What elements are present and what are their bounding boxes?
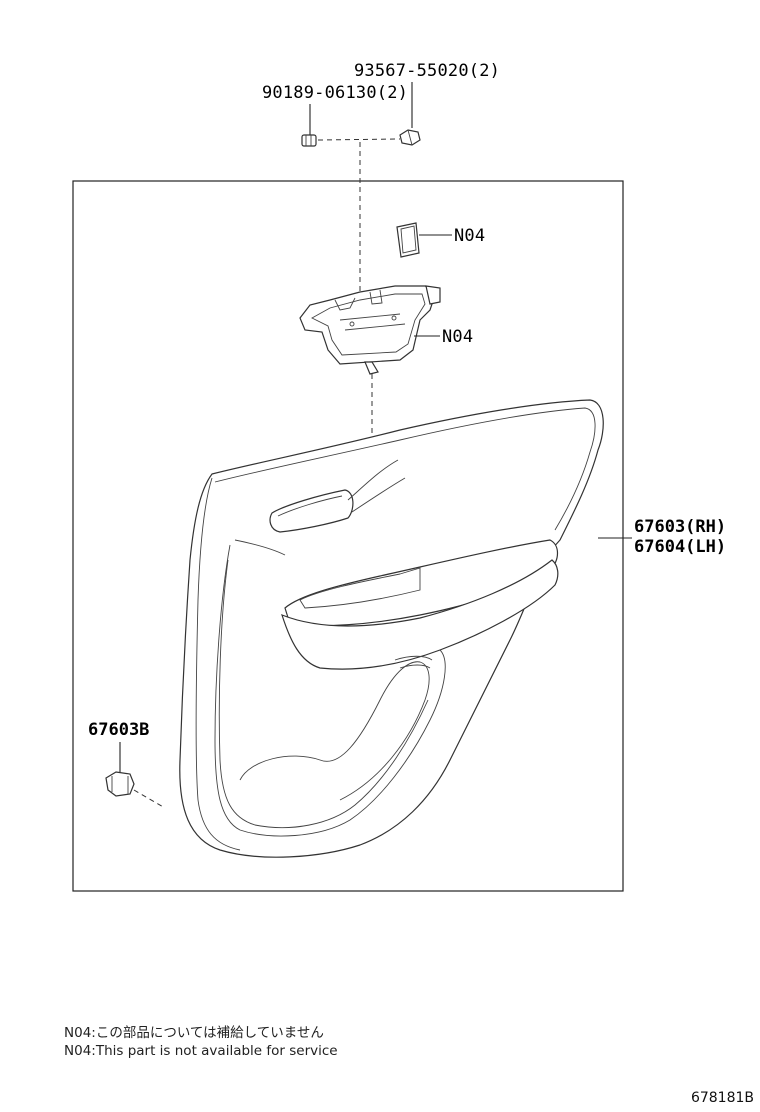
- assembly-frame: [72, 180, 624, 892]
- switch-base-part[interactable]: [299, 285, 441, 375]
- screw-part-icon[interactable]: [301, 134, 317, 147]
- callout-board-lh[interactable]: 67604(LH): [634, 537, 726, 557]
- drawing-number: 678181B: [690, 1090, 754, 1106]
- footnote-english: N04:This part is not available for servi…: [64, 1043, 338, 1059]
- connector-dash-clip-b: [133, 789, 166, 809]
- callout-clip-part[interactable]: 93567-55020(2): [354, 61, 500, 81]
- callout-clip-b[interactable]: 67603B: [88, 720, 149, 740]
- switch-cover-part[interactable]: [396, 222, 420, 258]
- callout-screw-part[interactable]: 90189-06130(2): [262, 83, 408, 103]
- door-trim-board-part[interactable]: [179, 399, 604, 858]
- callout-board-rh[interactable]: 67603(RH): [634, 517, 726, 537]
- callout-switch-base-note[interactable]: N04: [442, 327, 473, 347]
- clip-b-part-icon[interactable]: [105, 771, 135, 797]
- footnote-japanese: N04:この部品については補給していません: [64, 1025, 324, 1041]
- clip-part-icon[interactable]: [399, 129, 421, 146]
- connector-dash-top: [317, 138, 401, 141]
- callout-cover-note[interactable]: N04: [454, 226, 485, 246]
